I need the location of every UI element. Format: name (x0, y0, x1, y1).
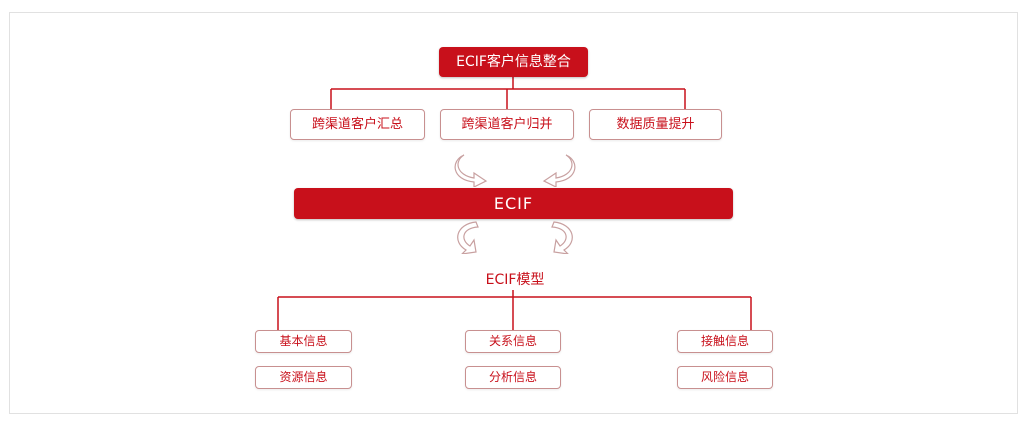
model-item-relation: 关系信息 (465, 330, 561, 353)
top-title-box: ECIF客户信息整合 (439, 47, 588, 77)
model-item-contact: 接触信息 (677, 330, 773, 353)
model-item-basic: 基本信息 (255, 330, 352, 353)
ecif-core-bar: ECIF (294, 188, 733, 219)
model-title: ECIF模型 (485, 272, 545, 288)
curved-arrow-icon (551, 221, 573, 254)
level1-box-2: 跨渠道客户归并 (440, 109, 574, 140)
model-item-risk: 风险信息 (677, 366, 773, 389)
model-item-resource: 资源信息 (255, 366, 352, 389)
curved-arrow-icon (454, 154, 488, 187)
curved-arrow-icon (457, 221, 479, 254)
level1-box-1: 跨渠道客户汇总 (290, 109, 425, 140)
curved-arrow-icon (542, 154, 576, 187)
model-item-analysis: 分析信息 (465, 366, 561, 389)
level1-box-3: 数据质量提升 (589, 109, 722, 140)
